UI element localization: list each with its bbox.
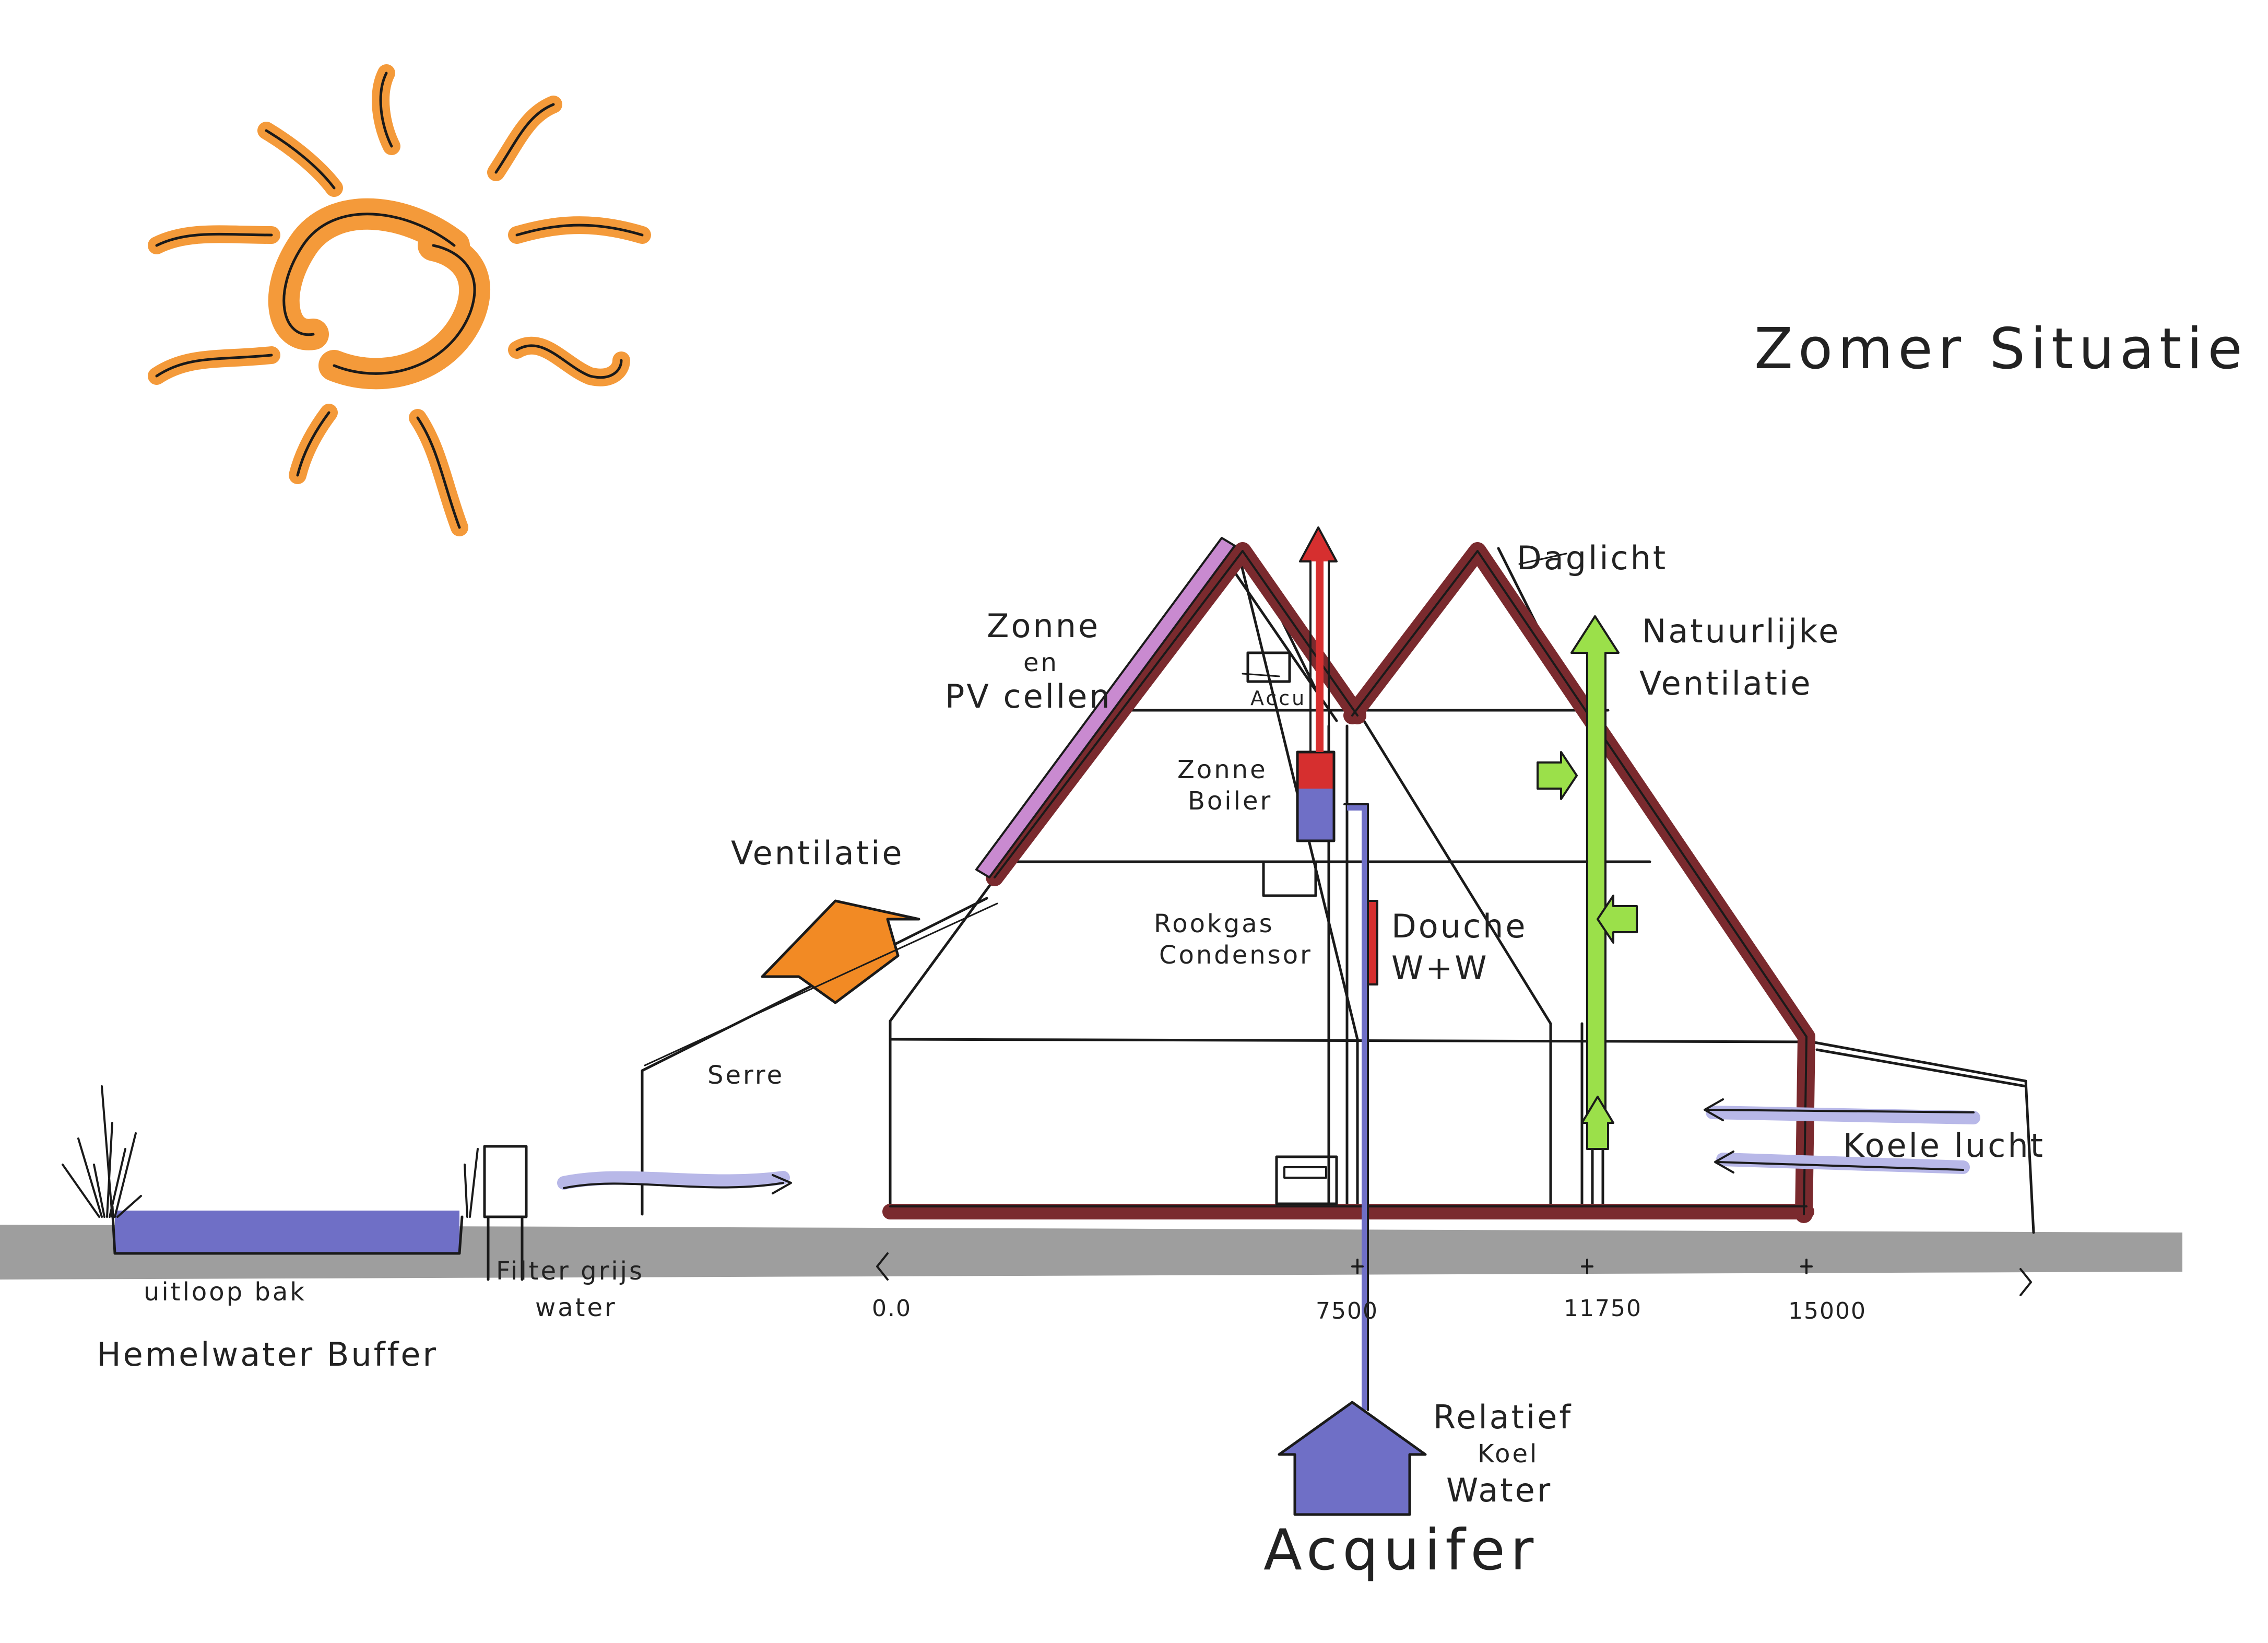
label-zonne-boiler-1: Zonne xyxy=(1177,755,1268,784)
natural-ventilation-arrow xyxy=(1537,615,1638,1150)
label-wtw: W+W xyxy=(1391,949,1489,987)
label-koel: Koel xyxy=(1478,1439,1539,1469)
acquifer-arrow-icon xyxy=(1279,1402,1425,1515)
acquifer-water-pipe xyxy=(1278,803,1427,1516)
cool-air-flow xyxy=(557,1098,1980,1194)
reeds xyxy=(62,1085,479,1218)
label-relatief: Relatief xyxy=(1433,1398,1573,1436)
douche-wtw-unit xyxy=(1368,901,1377,984)
accu-box xyxy=(1246,651,1291,683)
building-section xyxy=(641,537,2035,1234)
diagram-title: Zomer Situatie xyxy=(1754,316,2248,382)
label-rookgas: Rookgas xyxy=(1154,909,1274,938)
dimension-11750: 11750 xyxy=(1564,1295,1642,1322)
label-acquifer: Acquifer xyxy=(1263,1518,1539,1583)
ventilation-arrow-icon xyxy=(761,899,920,1004)
labels: Zonne en PV cellen Accu Zonne Boiler Roo… xyxy=(97,539,2045,1583)
label-koele-lucht: Koele lucht xyxy=(1843,1126,2045,1165)
ground xyxy=(0,1145,2182,1281)
heat-exchanger-box xyxy=(1275,1155,1338,1205)
label-uitloop-bak: uitloop bak xyxy=(144,1277,306,1307)
dimension-15000: 15000 xyxy=(1788,1298,1867,1324)
label-pv-cellen: PV cellen xyxy=(945,677,1112,715)
label-koel-water: Water xyxy=(1446,1471,1552,1509)
condensor-box xyxy=(1262,860,1317,897)
rainwater-buffer xyxy=(115,1211,459,1253)
label-zonne-boiler-2: Boiler xyxy=(1188,787,1272,816)
solar-panel xyxy=(976,538,1235,877)
label-natuurlijke: Natuurlijke xyxy=(1642,612,1840,650)
label-zonne-2: en xyxy=(1023,648,1059,677)
dimension-7500: 7500 xyxy=(1316,1298,1378,1324)
label-condensor: Condensor xyxy=(1159,941,1313,970)
dimension-0: 0.0 xyxy=(872,1295,912,1322)
label-serre: Serre xyxy=(707,1061,784,1090)
label-ventilatie-2: Ventilatie xyxy=(1639,664,1812,702)
sun-icon xyxy=(148,64,651,536)
label-water: water xyxy=(535,1293,617,1322)
label-daglicht: Daglicht xyxy=(1517,539,1668,577)
label-ventilatie: Ventilatie xyxy=(731,834,904,872)
hot-air-exhaust-arrow xyxy=(1299,526,1338,753)
label-zonne-1: Zonne xyxy=(987,607,1100,645)
label-accu: Accu xyxy=(1250,687,1306,710)
label-filter-grijs: Filter grijs xyxy=(496,1257,644,1286)
dimension-line xyxy=(876,1252,2032,1296)
label-douche: Douche xyxy=(1391,907,1528,945)
label-hemelwater-buffer: Hemelwater Buffer xyxy=(97,1335,438,1374)
